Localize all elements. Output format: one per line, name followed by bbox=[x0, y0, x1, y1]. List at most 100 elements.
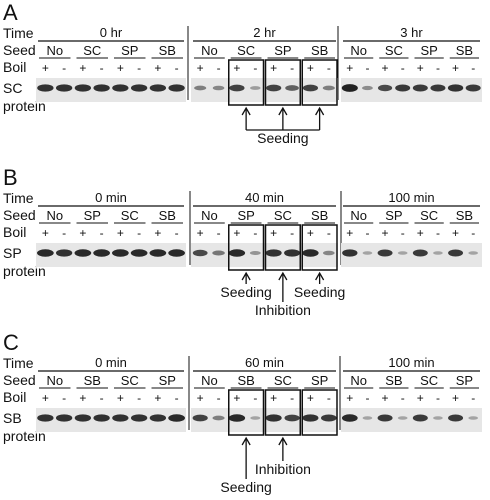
seed-label-1: SB bbox=[385, 373, 402, 388]
time-label: Time bbox=[3, 190, 34, 206]
protein-band bbox=[37, 414, 54, 422]
protein-band bbox=[37, 249, 54, 257]
boil-plus: + bbox=[452, 391, 459, 405]
protein-band bbox=[448, 414, 464, 422]
arrow-head bbox=[315, 106, 325, 116]
protein-band bbox=[284, 414, 300, 422]
boil-label: Boil bbox=[3, 59, 26, 75]
boil-plus: + bbox=[382, 226, 389, 240]
boil-plus: + bbox=[233, 391, 240, 405]
protein-band bbox=[112, 84, 129, 92]
protein-band bbox=[55, 414, 73, 422]
annotation-label: Seeding bbox=[220, 479, 271, 495]
protein-band bbox=[465, 84, 481, 92]
annotation-label: Inhibition bbox=[255, 461, 311, 477]
boil-plus: + bbox=[307, 391, 314, 405]
boil-minus: - bbox=[253, 226, 257, 240]
seeding-box bbox=[228, 389, 265, 436]
boil-minus: - bbox=[401, 226, 405, 240]
boil-minus: - bbox=[175, 61, 179, 75]
boil-plus: + bbox=[42, 61, 49, 75]
seed-label-2: SP bbox=[121, 43, 138, 58]
boil-plus: + bbox=[382, 391, 389, 405]
protein-band bbox=[228, 249, 246, 257]
boil-minus: - bbox=[401, 391, 405, 405]
protein-band bbox=[212, 415, 225, 421]
protein-band bbox=[321, 414, 337, 422]
boil-plus: + bbox=[382, 61, 389, 75]
boil-plus: + bbox=[154, 226, 161, 240]
protein-band bbox=[377, 414, 393, 422]
boil-minus: - bbox=[175, 226, 179, 240]
seed-label-0: No bbox=[350, 208, 367, 223]
protein-band bbox=[284, 249, 301, 257]
boil-plus: + bbox=[154, 61, 161, 75]
seed-label-3: SB bbox=[159, 208, 176, 223]
protein-band bbox=[285, 85, 299, 91]
timepoint-label: 3 hr bbox=[400, 25, 423, 40]
protein-band bbox=[112, 414, 129, 422]
protein-band bbox=[433, 416, 443, 420]
seed-label-0: No bbox=[201, 208, 218, 223]
seed-label-2: SC bbox=[420, 208, 438, 223]
boil-plus: + bbox=[270, 391, 277, 405]
boil-plus: + bbox=[307, 61, 314, 75]
boil-minus: - bbox=[401, 61, 405, 75]
timepoint-label: 2 hr bbox=[253, 25, 276, 40]
seed-label: Seed bbox=[3, 372, 36, 388]
protein-band bbox=[362, 416, 373, 420]
protein-band bbox=[55, 249, 73, 257]
protein-band bbox=[468, 416, 479, 420]
protein-band bbox=[430, 84, 446, 92]
annotation-label: Seeding bbox=[257, 130, 308, 146]
protein-band bbox=[265, 249, 282, 257]
boil-plus: + bbox=[417, 226, 424, 240]
panel-letter: C bbox=[3, 330, 19, 355]
protein-band bbox=[93, 249, 110, 257]
seed-label-0: No bbox=[201, 373, 218, 388]
timepoint-label: 40 min bbox=[245, 190, 284, 205]
boil-minus: - bbox=[436, 226, 440, 240]
boil-minus: - bbox=[137, 61, 141, 75]
seed-label-2: SP bbox=[420, 43, 437, 58]
seed-label-3: SB bbox=[311, 208, 328, 223]
annotation-label: Seeding bbox=[220, 284, 271, 300]
seed-label-2: SC bbox=[121, 373, 139, 388]
boil-plus: + bbox=[270, 61, 277, 75]
protein-band bbox=[302, 84, 319, 92]
protein-band bbox=[149, 249, 167, 257]
boil-minus: - bbox=[100, 61, 104, 75]
seed-label-3: SB bbox=[159, 43, 176, 58]
seed-label-3: SP bbox=[456, 373, 473, 388]
protein-band bbox=[229, 84, 245, 92]
protein-band bbox=[377, 249, 393, 257]
timepoint-label: 60 min bbox=[245, 355, 284, 370]
seed-label-1: SB bbox=[237, 373, 254, 388]
protein-band bbox=[249, 251, 261, 255]
protein-band bbox=[412, 249, 428, 257]
seed-label-0: No bbox=[350, 373, 367, 388]
seed-label-2: SC bbox=[274, 208, 292, 223]
arrow-head bbox=[241, 106, 251, 116]
protein-band bbox=[55, 84, 73, 92]
protein-band bbox=[212, 85, 225, 91]
protein-band bbox=[412, 414, 428, 422]
boil-plus: + bbox=[79, 61, 86, 75]
timepoint-label: 0 min bbox=[95, 355, 127, 370]
seed-label-0: No bbox=[46, 43, 63, 58]
boil-minus: - bbox=[137, 391, 141, 405]
boil-minus: - bbox=[365, 61, 369, 75]
boil-plus: + bbox=[117, 226, 124, 240]
seed-label-2: SC bbox=[274, 373, 292, 388]
protein-band bbox=[342, 249, 358, 257]
timepoint-label: 0 min bbox=[95, 190, 127, 205]
boil-minus: - bbox=[62, 61, 66, 75]
seed-label-1: SC bbox=[83, 43, 101, 58]
boil-minus: - bbox=[327, 391, 331, 405]
boil-minus: - bbox=[290, 391, 294, 405]
boil-plus: + bbox=[79, 226, 86, 240]
protein-band bbox=[468, 251, 479, 255]
boil-minus: - bbox=[290, 61, 294, 75]
boil-plus: + bbox=[117, 61, 124, 75]
